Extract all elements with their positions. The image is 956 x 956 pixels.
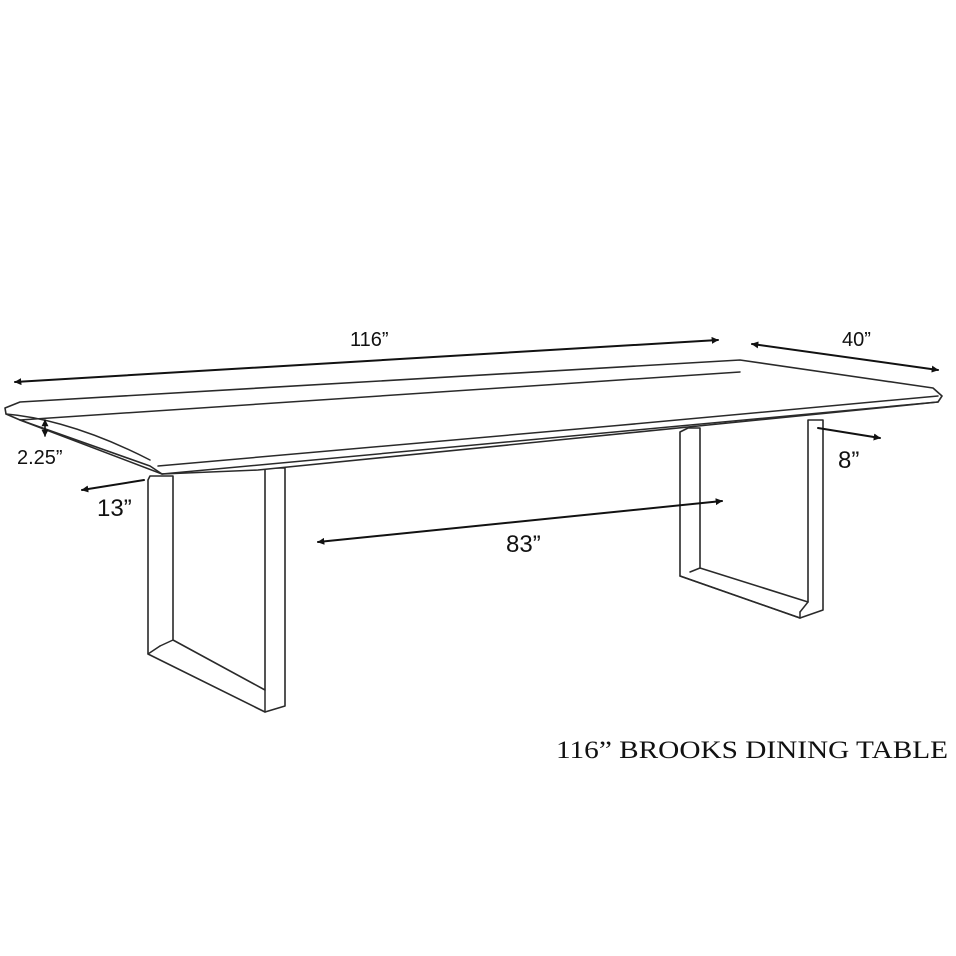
back-right-leg (679, 419, 824, 619)
length-label: 116” (350, 329, 389, 351)
front-left-leg (147, 467, 286, 713)
thickness-label: 2.25” (17, 447, 63, 469)
leg-spacing-arrow (317, 498, 723, 545)
leg-width-arrow (817, 427, 881, 441)
depth-label: 40” (842, 329, 871, 351)
leg-width-label: 8” (838, 447, 859, 474)
leg-depth-arrow (81, 479, 145, 493)
diagram-caption: 116” BROOKS DINING TABLE (556, 737, 948, 764)
table-top (4, 359, 943, 475)
dimension-arrows (14, 336, 939, 545)
length-arrow (14, 336, 719, 386)
leg-depth-label: 13” (97, 495, 132, 522)
leg-spacing-label: 83” (506, 531, 541, 558)
depth-arrow (751, 341, 939, 373)
